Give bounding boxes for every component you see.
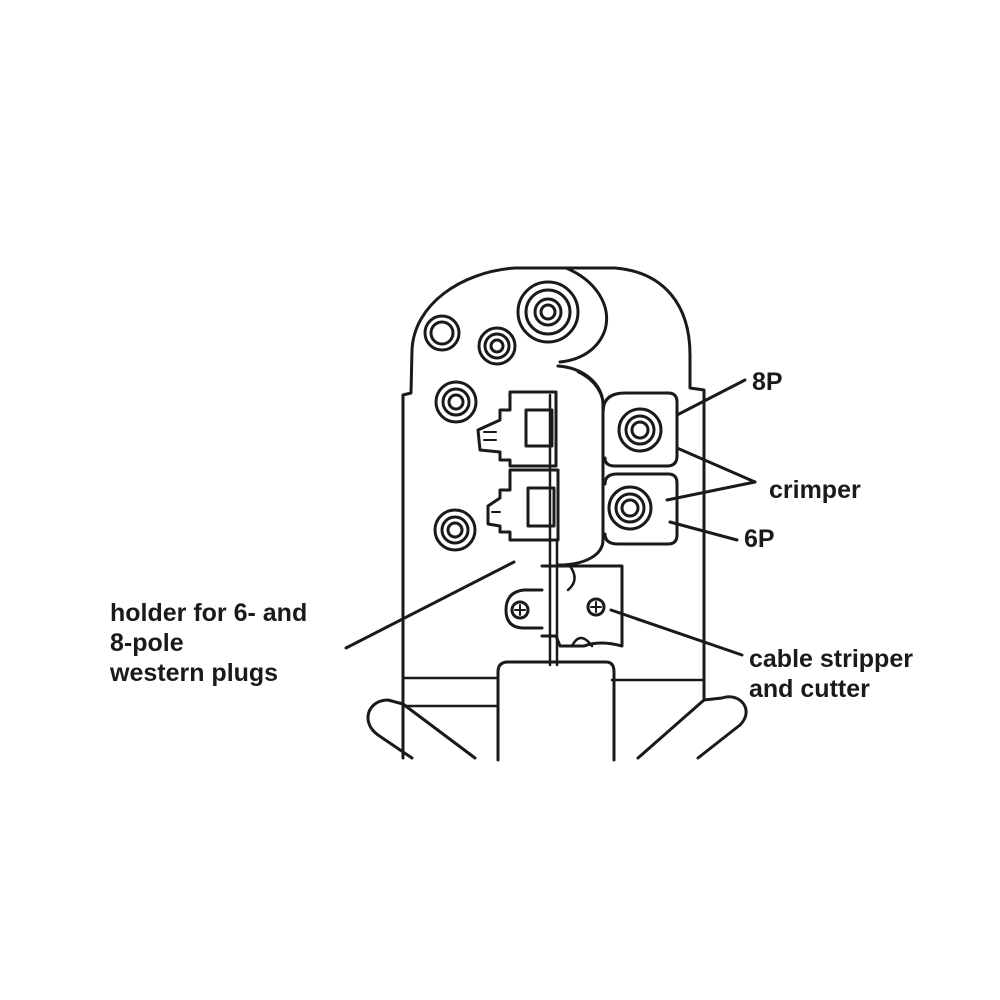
label-cable-stripper-line-2: and cutter <box>749 675 870 703</box>
label-cable-stripper-line-1: cable stripper <box>749 645 913 673</box>
leader-8p <box>675 378 747 417</box>
leader-crimper-lower <box>665 480 757 502</box>
label-8p: 8P <box>752 368 783 396</box>
label-crimper: crimper <box>769 476 861 504</box>
leader-holder <box>344 560 516 650</box>
crimp-die-moving <box>556 364 605 567</box>
rivet-top-small <box>477 326 517 366</box>
rivet-plain <box>423 314 461 352</box>
leader-crimper-upper <box>675 446 757 484</box>
centre-block <box>496 660 616 762</box>
cable-stripper-assembly <box>504 564 624 648</box>
rivet-left-upper <box>434 380 478 424</box>
handles <box>366 695 748 760</box>
plug-holder-8pole <box>476 390 558 468</box>
leader-6p <box>668 520 739 542</box>
crimper-6p-die <box>603 472 679 546</box>
label-plug-holder: holder for 6- and 8-pole western plugs <box>110 598 307 688</box>
crimper-8p-die <box>601 391 679 468</box>
label-plug-holder-line-3: western plugs <box>110 659 279 687</box>
rivet-crimper-6p <box>607 485 653 531</box>
plug-holder-6pole <box>486 468 560 542</box>
label-cable-stripper: cable stripper and cutter <box>749 644 913 704</box>
rivet-crimper-8p <box>617 407 663 453</box>
rivet-left-lower <box>433 508 477 552</box>
tool-body <box>401 266 706 760</box>
label-plug-holder-line-1: holder for 6- and <box>110 599 308 627</box>
rivet-top-large <box>516 280 580 344</box>
label-plug-holder-line-2: 8-pole <box>110 629 184 657</box>
leader-lines <box>344 378 757 657</box>
leader-stripper <box>609 608 744 657</box>
label-6p: 6P <box>744 525 775 553</box>
